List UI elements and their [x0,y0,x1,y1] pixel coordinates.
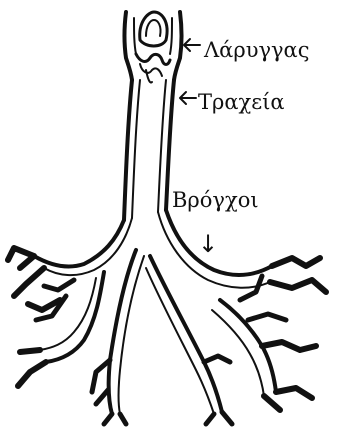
larynx-label: Λάρυγγας [182,40,310,61]
bronchi-label-text: Βρόγχοι [172,188,259,212]
left-bronchus-drawing [8,218,144,424]
right-bronchus-drawing [146,210,326,424]
trachea-label: Τραχεία [176,92,285,113]
larynx-label-text: Λάρυγγας [204,38,310,62]
down-arrow-icon: ↓ [198,232,218,256]
larynx-drawing [125,12,182,83]
bronchi-label: Βρόγχοι [172,190,259,211]
trachea-label-text: Τραχεία [198,90,285,114]
trachea-drawing [124,80,174,220]
